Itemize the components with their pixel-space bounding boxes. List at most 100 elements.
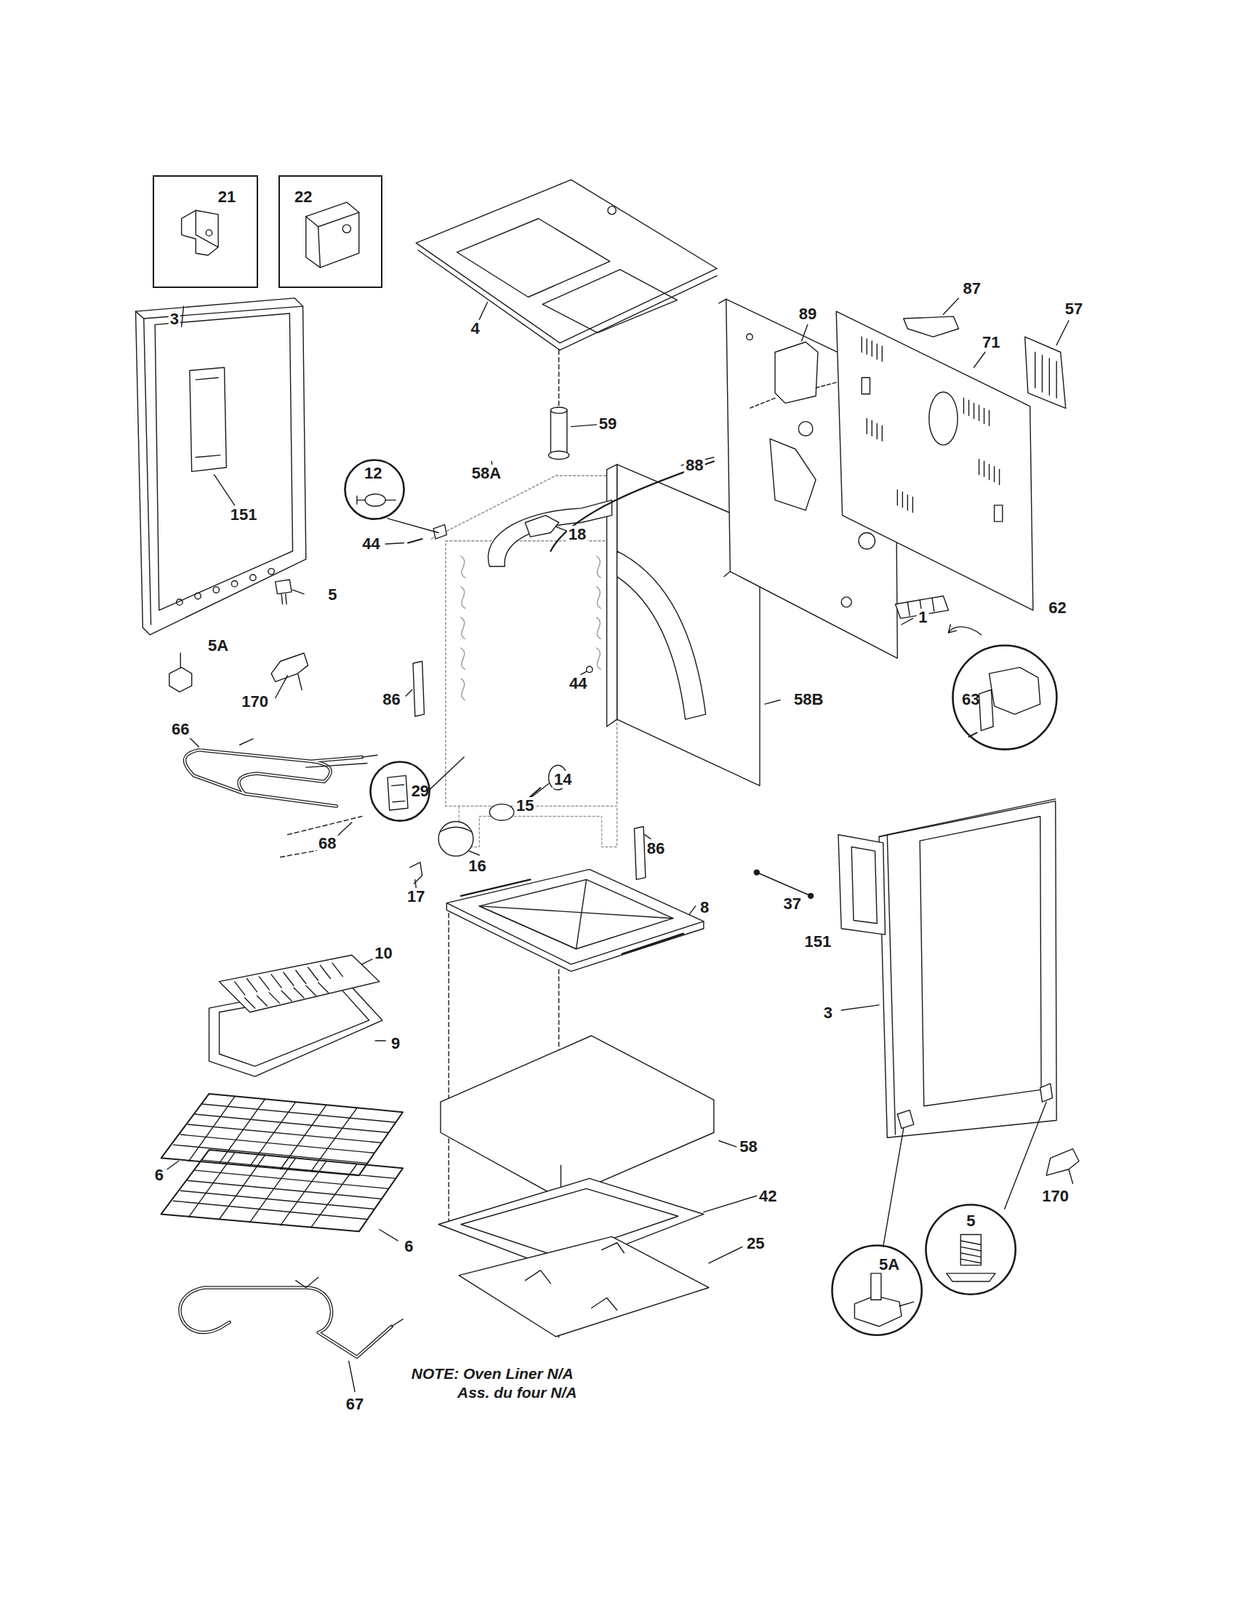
- callout-number: 59: [597, 415, 618, 433]
- drawing-stroke: [348, 1360, 355, 1391]
- plate: [903, 316, 959, 337]
- drawing-stroke: [948, 624, 957, 633]
- drawing-stroke: [188, 736, 199, 747]
- callout-number: 14: [552, 770, 573, 789]
- drawing-stroke: [293, 589, 304, 595]
- drawing-stroke: [194, 592, 201, 599]
- drawing-stroke: [948, 626, 981, 635]
- callout-number: 8: [698, 898, 711, 917]
- drawing-stroke: [154, 313, 293, 611]
- drawing-stroke: [719, 1140, 737, 1146]
- drawing-stroke: [271, 652, 308, 690]
- drawing-stroke: [231, 580, 238, 587]
- drawing-stroke: [749, 379, 847, 408]
- drawing-stroke: [180, 1286, 392, 1356]
- lamp-parts: [410, 764, 568, 888]
- drawing-stroke: [479, 302, 488, 320]
- bracket-89: [749, 324, 847, 408]
- drawing-stroke: [306, 202, 360, 268]
- drawing-stroke: [854, 1295, 902, 1327]
- drawing-stroke: [438, 820, 474, 856]
- callout-number: 58: [737, 1137, 759, 1155]
- note-text: NOTE: Oven Liner N/A: [410, 1365, 576, 1383]
- wire: [550, 460, 714, 551]
- drawing-stroke: [1040, 1083, 1053, 1102]
- drawing-stroke: [336, 822, 352, 837]
- drawing-stroke: [703, 1195, 757, 1212]
- drawing-stroke: [607, 206, 616, 215]
- drawing-stroke: [764, 700, 781, 705]
- drawing-stroke: [879, 799, 1056, 1135]
- callout-number: 87: [961, 279, 982, 298]
- drawing-stroke: [180, 1286, 392, 1356]
- drawing-stroke: [901, 618, 913, 624]
- drawing-stroke: [460, 556, 466, 701]
- oven-cavity: [431, 460, 624, 847]
- drawing-stroke: [994, 505, 1003, 522]
- drawing-stroke: [838, 834, 886, 935]
- drawing-stroke: [440, 826, 472, 832]
- drawing-stroke: [689, 905, 696, 914]
- drawing-stroke: [176, 599, 183, 605]
- callout-number: 151: [803, 932, 834, 951]
- callout-number: 4: [469, 319, 482, 338]
- callout-number: 18: [567, 525, 588, 544]
- callout-number: 6: [402, 1237, 415, 1255]
- callout-number: 5A: [206, 636, 230, 655]
- drawing-stroke: [841, 596, 852, 608]
- drawing-stroke: [1035, 351, 1057, 398]
- drawing-stroke: [479, 879, 674, 949]
- drawing-stroke: [897, 1109, 914, 1128]
- drawing-stroke: [407, 538, 423, 544]
- drawing-stroke: [479, 879, 674, 949]
- callout-number: 37: [782, 895, 803, 913]
- drawing-stroke: [456, 218, 610, 297]
- drawing-stroke: [1056, 320, 1069, 346]
- drawing-stroke: [570, 424, 597, 427]
- leveler-parts: [883, 1083, 1079, 1247]
- drawing-stroke: [866, 418, 882, 441]
- oven-rack: [161, 1093, 403, 1241]
- callout-number: 58A: [470, 464, 503, 483]
- heating-element: [184, 736, 378, 858]
- bracket-part: [306, 202, 360, 268]
- drawing-stroke: [801, 324, 808, 341]
- drawing-stroke: [173, 1103, 396, 1163]
- drawing-stroke: [858, 532, 875, 549]
- drawing-stroke: [428, 756, 464, 791]
- callout-number: 9: [389, 1034, 402, 1053]
- callout-number: 42: [757, 1187, 778, 1205]
- callout-number: 151: [229, 506, 259, 524]
- drawing-stroke: [415, 879, 416, 888]
- drawing-stroke: [960, 1234, 981, 1266]
- drawing-stroke: [460, 1188, 679, 1257]
- callout-number: 71: [980, 333, 1002, 352]
- drawing-stroke: [644, 834, 650, 840]
- drawing-stroke: [385, 543, 404, 544]
- drawing-stroke: [342, 224, 351, 233]
- callout-number: 68: [316, 834, 338, 853]
- drawing-stroke: [769, 438, 816, 510]
- oven-bottom: [446, 868, 704, 971]
- drawing-stroke: [960, 1240, 981, 1263]
- callout-number: 10: [372, 944, 394, 962]
- foot-icon: [854, 1273, 914, 1327]
- drawing-stroke: [458, 1236, 709, 1336]
- drawing-stroke: [550, 410, 567, 456]
- top-panel: [415, 179, 717, 408]
- callout-number: 170: [239, 692, 270, 711]
- switch-icon: [387, 756, 464, 810]
- drawing-stroke: [979, 459, 1000, 485]
- drawing-stroke: [205, 229, 212, 236]
- detail-circle: 29: [369, 760, 431, 822]
- drawing-stroke: [418, 250, 717, 350]
- drawing-stroke: [753, 869, 760, 875]
- drawing-stroke: [181, 210, 219, 256]
- drawing-stroke: [555, 526, 566, 531]
- drawing-stroke: [268, 568, 275, 575]
- circle-outline: [952, 645, 1057, 750]
- drawing-stroke: [173, 1159, 396, 1219]
- drawing-stroke: [861, 377, 870, 394]
- drawing-stroke: [188, 1152, 357, 1227]
